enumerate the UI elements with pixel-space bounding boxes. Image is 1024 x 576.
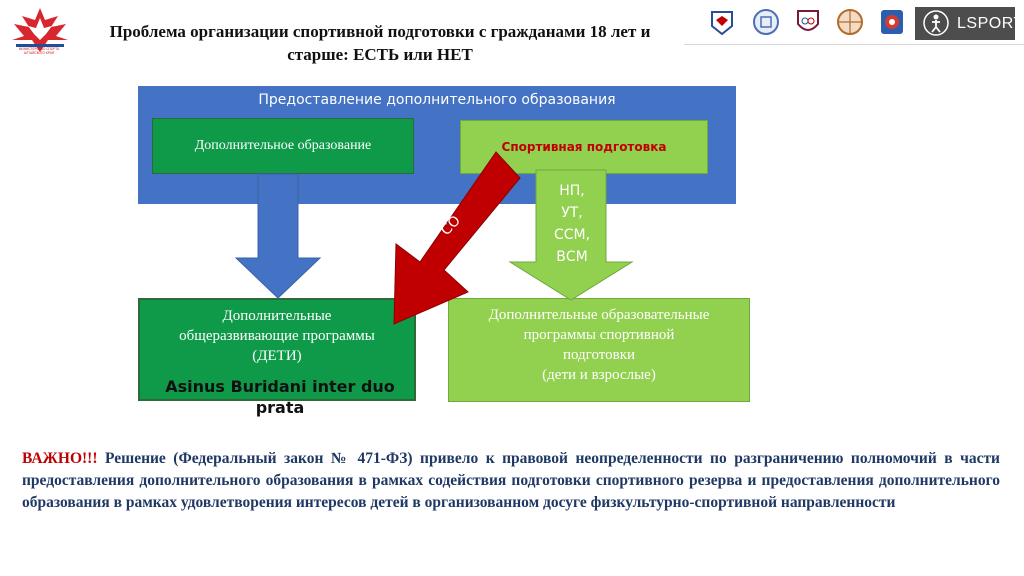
lsport-logo: LSPORT bbox=[915, 7, 1023, 40]
important-prefix: ВАЖНО!!! bbox=[22, 450, 98, 467]
basketball-club-icon bbox=[837, 9, 863, 35]
training-levels: НП, УТ, ССМ, ВСМ bbox=[537, 180, 607, 268]
ministry-logo bbox=[6, 6, 74, 62]
level-ut: УТ, bbox=[561, 205, 583, 221]
sports-programs-box: Дополнительные образовательные программы… bbox=[448, 298, 750, 402]
partner-logos bbox=[684, 0, 1024, 45]
page-title: Проблема организации спортивной подготов… bbox=[109, 22, 651, 64]
panel-title: Предоставление дополнительного образован… bbox=[258, 92, 616, 108]
level-vsm: ВСМ bbox=[556, 249, 588, 265]
important-note: ВАЖНО!!! Решение (Федеральный закон № 47… bbox=[22, 448, 1000, 514]
sports-school-emblem-icon bbox=[881, 10, 903, 34]
sports-programs-line: (дети и взрослые) bbox=[542, 367, 656, 383]
important-text: Решение (Федеральный закон № 471-ФЗ) при… bbox=[22, 450, 1000, 511]
sports-programs-line: Дополнительные образовательные bbox=[488, 307, 710, 323]
general-programs-box: Дополнительные общеразвивающие программы… bbox=[138, 298, 416, 401]
sports-programs-line: подготовки bbox=[562, 347, 636, 363]
sports-training-label: Спортивная подготовка bbox=[501, 140, 667, 154]
athlete-icon bbox=[923, 10, 949, 36]
olympic-shield-icon bbox=[797, 10, 819, 31]
additional-education-box: Дополнительное образование bbox=[152, 118, 414, 174]
level-ssm: ССМ, bbox=[553, 227, 591, 243]
lsport-wordmark: LSPORT bbox=[957, 15, 1024, 32]
level-np: НП, bbox=[559, 183, 585, 199]
general-programs-line: Дополнительные bbox=[222, 308, 332, 324]
arrow-label: СО bbox=[438, 212, 464, 239]
university-seal-icon bbox=[753, 9, 779, 35]
general-programs-line: общеразвивающие программы bbox=[179, 328, 375, 344]
logo-caption: МИНИСТЕРСТВО СПОРТА АЛТАЙСКОГО КРАЯ bbox=[18, 47, 60, 55]
partner-emblem-icon bbox=[711, 11, 733, 36]
general-programs-line: (ДЕТИ) bbox=[252, 348, 302, 364]
additional-education-label: Дополнительное образование bbox=[194, 138, 372, 153]
sports-training-box: Спортивная подготовка bbox=[460, 120, 708, 174]
latin-note: Asinus Buridani inter duo prata bbox=[165, 377, 395, 417]
sports-programs-line: программы спортивной bbox=[523, 327, 675, 343]
